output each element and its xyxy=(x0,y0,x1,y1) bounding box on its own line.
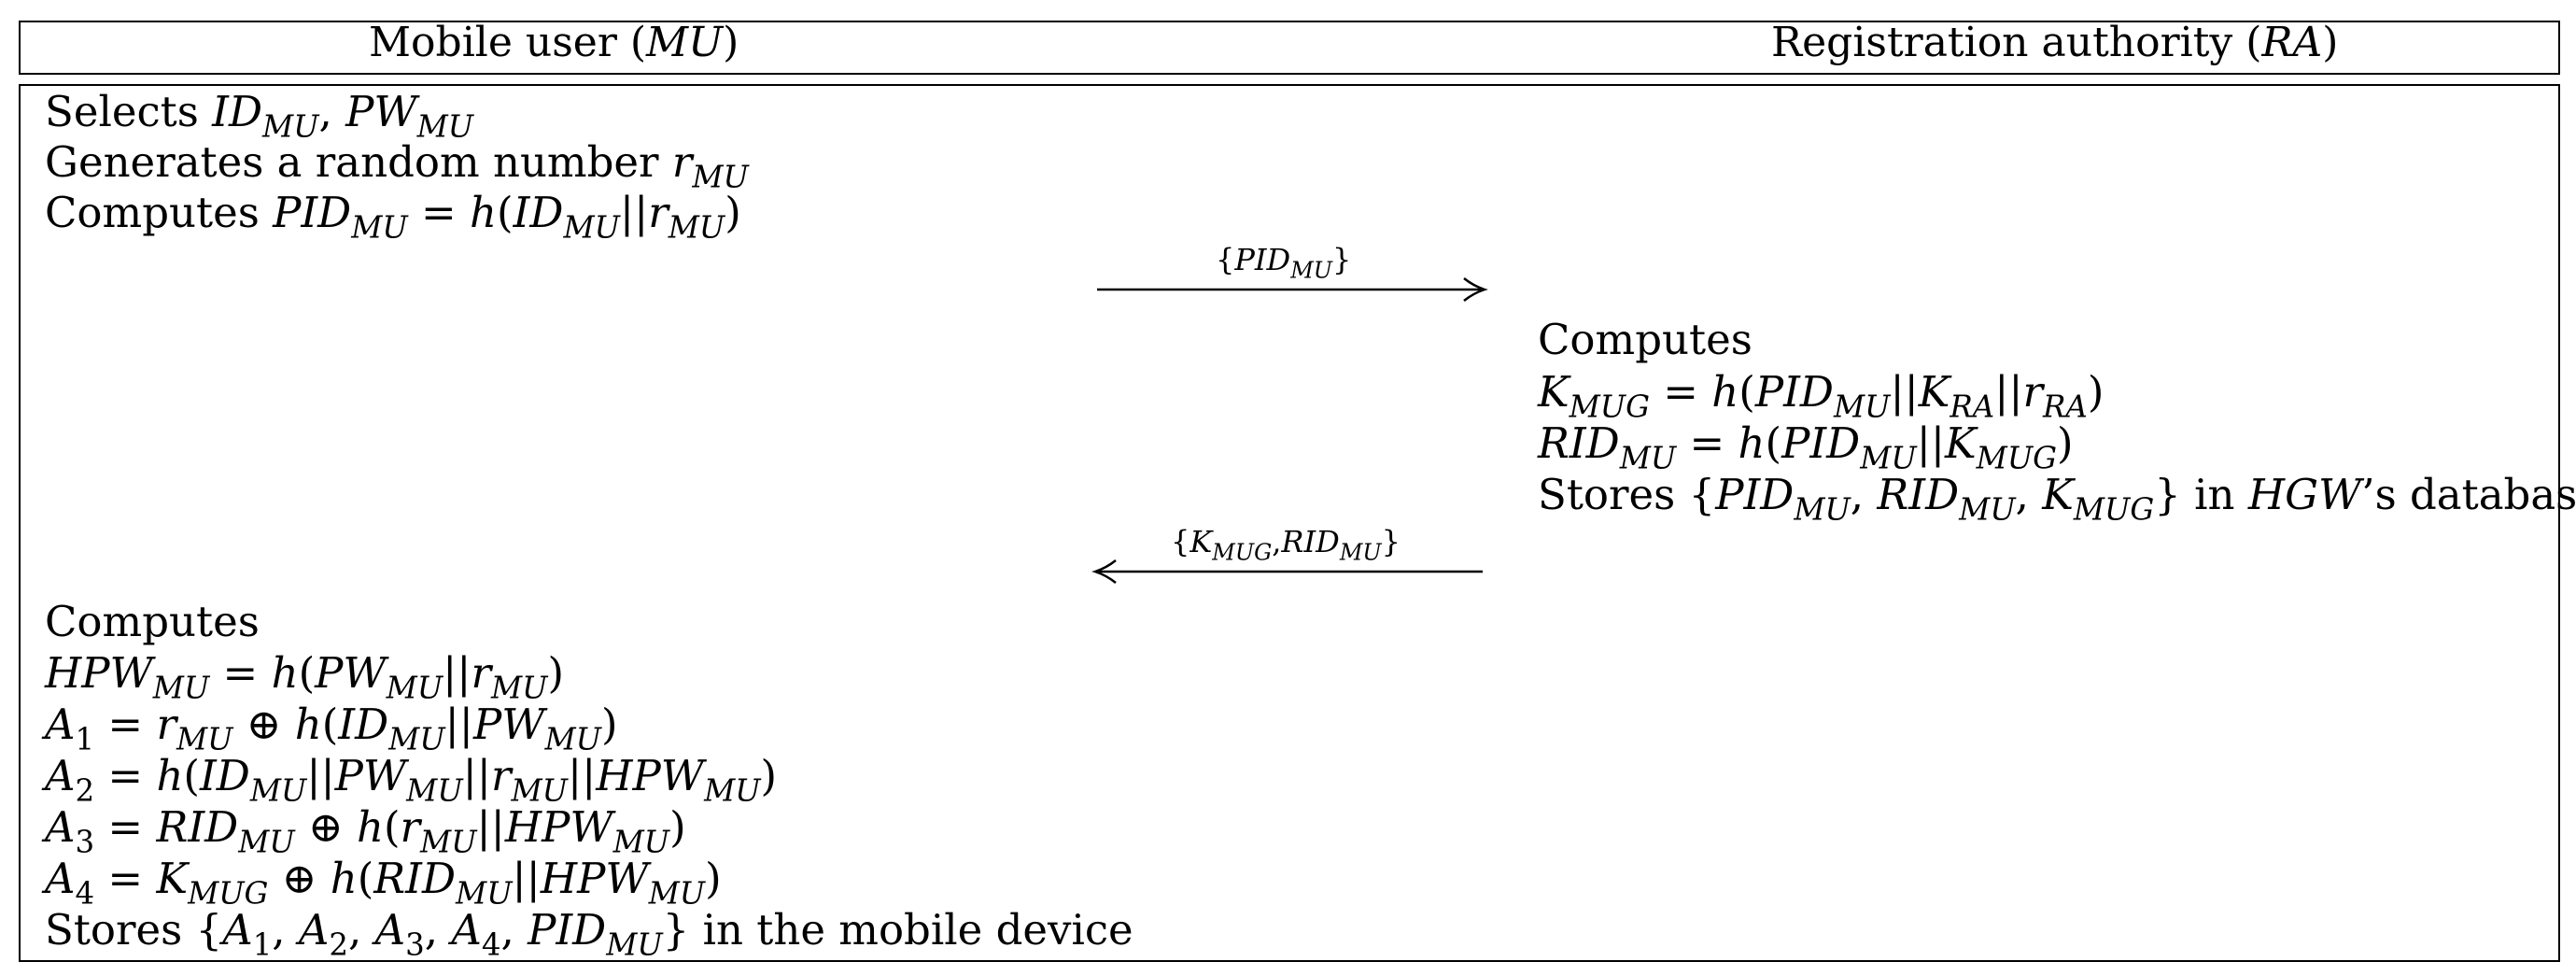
ra-computes-label: Computes xyxy=(1538,315,1753,364)
registration-authority-header: Registration authority (RA) xyxy=(1771,19,2339,66)
mu-generate-random: Generates a random number rMU xyxy=(45,137,749,195)
mu-store-device: Stores {A1, A2, A3, A4, PIDMU} in the mo… xyxy=(45,905,1133,963)
ra-compute-kmug: KMUG = h(PIDMU||KRA||rRA) xyxy=(1538,367,2104,425)
mu-computes-label: Computes xyxy=(45,597,260,646)
mu-compute-hpw: HPWMU = h(PWMU||rMU) xyxy=(45,648,564,706)
mu-compute-a1: A1 = rMU ⊕ h(IDMU||PWMU) xyxy=(45,700,618,757)
mu-select-credentials: Selects IDMU, PWMU xyxy=(45,87,474,145)
protocol-body xyxy=(19,84,2560,962)
header-row xyxy=(19,21,2560,75)
ra-compute-rid: RIDMU = h(PIDMU||KMUG) xyxy=(1538,418,2074,476)
mu-compute-pid: Computes PIDMU = h(IDMU||rMU) xyxy=(45,188,741,246)
message-kmug-rid: {KMUG,RIDMU} xyxy=(1171,524,1401,566)
mu-compute-a4: A4 = KMUG ⊕ h(RIDMU||HPWMU) xyxy=(45,854,722,912)
mobile-user-header: Mobile user (MU) xyxy=(369,19,739,66)
mu-compute-a3: A3 = RIDMU ⊕ h(rMU||HPWMU) xyxy=(45,802,686,860)
arrow-mu-to-ra xyxy=(1097,277,1488,302)
message-pid: {PIDMU} xyxy=(1216,242,1352,284)
arrow-ra-to-mu xyxy=(1091,559,1483,584)
mu-compute-a2: A2 = h(IDMU||PWMU||rMU||HPWMU) xyxy=(45,751,778,809)
ra-store-database: Stores {PIDMU, RIDMU, KMUG} in HGW’s dat… xyxy=(1538,470,2576,528)
